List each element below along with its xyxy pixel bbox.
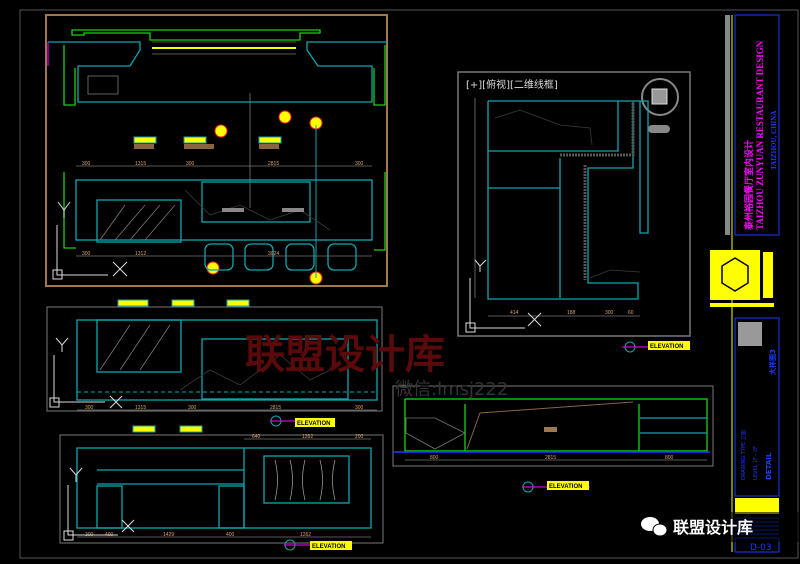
dim-text: 1312: [135, 251, 146, 257]
dim-text: 640: [252, 434, 261, 440]
elevation-tag: ELEVATION: [622, 341, 690, 353]
ucs-icon: [63, 467, 135, 541]
sheet-border: [19, 9, 799, 559]
dim-text: 300: [85, 405, 94, 411]
bar-stools: [204, 243, 357, 271]
qr-code: [738, 322, 762, 346]
top-view-viewport[interactable]: [+][俯视][二维线框] 414 188 300 60: [457, 71, 691, 337]
dim-text: 200: [355, 434, 364, 440]
elevation-label: ELEVATION: [297, 421, 330, 427]
watermark-wechat: 微信:lmsj222: [395, 379, 508, 400]
dim-text: 800: [430, 455, 439, 461]
elevation-label: ELEVATION: [650, 344, 683, 350]
dim-text: 300: [355, 161, 364, 167]
title-block: 泰州裕园餐厅室内设计 TAIZHOU ZUNYUAN RESTAURANT DE…: [710, 14, 780, 553]
sink-icon: [87, 75, 119, 95]
elevation-label: ELEVATION: [312, 544, 345, 550]
dim-text: 414: [510, 310, 519, 316]
sheet-number: D-03: [750, 543, 772, 553]
drawing-level: LEVEL 1F - 2F: [753, 446, 759, 480]
light-fixtures: [133, 110, 323, 285]
dim-text: 1315: [135, 161, 146, 167]
elevation-2-panel[interactable]: 640 1262 200 300 400 1429 400 1262: [59, 425, 384, 544]
viewcube-icon[interactable]: [641, 78, 679, 116]
viewport-label[interactable]: [+][俯视][二维线框]: [466, 78, 558, 91]
plan-frame: [45, 14, 388, 287]
logo-text: 联盟设计库: [673, 518, 753, 537]
elevation-3-panel[interactable]: 800 2815 800: [392, 385, 714, 467]
dim-text: 1262: [300, 532, 311, 538]
dim-text: 2815: [270, 405, 281, 411]
dim-text: 2815: [545, 455, 556, 461]
drawing-detail: DETAIL: [765, 452, 773, 480]
dim-text: 300: [186, 161, 195, 167]
dim-text: 2815: [268, 161, 279, 167]
wechat-badge: 联盟设计库: [630, 512, 800, 542]
ucs-icon: [49, 337, 123, 409]
wall-outline: [48, 41, 388, 103]
dim-text: 300: [188, 405, 197, 411]
watermark-text: 联盟设计库: [245, 332, 445, 378]
dim-text: 188: [567, 310, 576, 316]
dim-text: 3024: [268, 251, 279, 257]
counter-outline: [487, 100, 649, 300]
dim-text: 1429: [163, 532, 174, 538]
elevation-tag: ELEVATION: [522, 481, 590, 493]
dim-text: 300: [605, 310, 614, 316]
drawing-type: DRAWING TYPE 立面: [740, 430, 747, 480]
dim-text: 300: [355, 405, 364, 411]
dim-text: 1262: [302, 434, 313, 440]
dim-text: 300: [82, 161, 91, 167]
project-location: TAIZHOU, CHINA: [770, 111, 778, 170]
project-title-cn: 泰州裕园餐厅室内设计: [743, 140, 755, 231]
ucs-icon: [465, 259, 542, 333]
display-glass: [96, 199, 182, 243]
dim-text: 800: [665, 455, 674, 461]
sheet-name: 大样图3: [768, 349, 777, 375]
elevation-tag: ELEVATION: [270, 415, 335, 427]
elevation-1-panel[interactable]: 300 1315 300 2815 300: [46, 299, 383, 412]
dim-text: 1315: [135, 405, 146, 411]
dim-text: 300: [82, 251, 91, 257]
project-title-en: TAIZHOU ZUNYUAN RESTAURANT DESIGN: [755, 40, 765, 230]
elevation-label: ELEVATION: [549, 484, 582, 490]
wcs-menu[interactable]: [648, 125, 670, 133]
dim-text: 60: [628, 310, 634, 316]
ucs-icon: [52, 201, 128, 280]
counter: [75, 179, 373, 241]
dim-text: 400: [226, 532, 235, 538]
elevation-tag: ELEVATION: [284, 539, 352, 551]
window-top: [71, 29, 321, 41]
wood-panel: [263, 455, 350, 504]
plan-view-panel[interactable]: 300 1315 300 2815 300 300 1312 3024: [45, 14, 388, 287]
